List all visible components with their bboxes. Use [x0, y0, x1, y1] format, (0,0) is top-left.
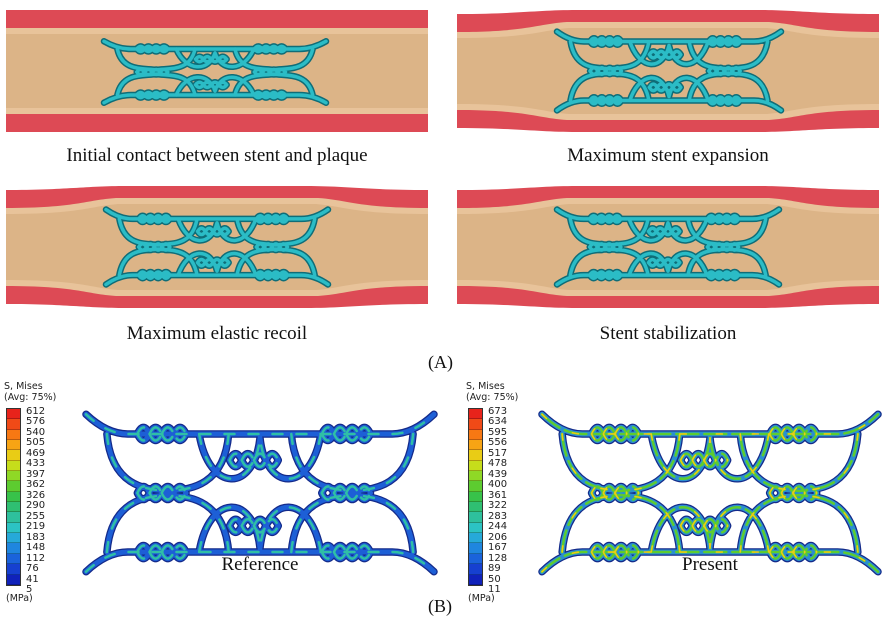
colorbar-segment [469, 564, 482, 575]
panel-a: Initial contact between stent and plaque… [6, 10, 879, 372]
lumen [6, 204, 428, 290]
colorbar-segment [469, 533, 482, 544]
legend-unit: (MPa) [6, 593, 33, 604]
vessel-max-expansion [457, 10, 879, 132]
caption-reference: Reference [221, 554, 299, 575]
vessel-initial-contact [6, 10, 428, 132]
colorbar-segment [7, 491, 20, 503]
colorbar [468, 408, 483, 586]
colorbar-segment [469, 522, 482, 534]
stent [538, 410, 882, 576]
caption-initial-contact: Initial contact between stent and plaque [66, 145, 368, 166]
legend-unit: (MPa) [468, 593, 495, 604]
legend-title: S, Mises [466, 381, 505, 392]
colorbar-segment [469, 574, 482, 585]
panel-a-label: (A) [428, 352, 453, 372]
colorbar-segment [469, 419, 482, 430]
caption-stabilization: Stent stabilization [599, 323, 737, 344]
colorbar-segment [7, 543, 20, 554]
colorbar-segment [469, 481, 482, 492]
legend-title: S, Mises [4, 381, 43, 392]
colorbar-segment [7, 564, 20, 575]
stent [100, 38, 330, 106]
legend-avg: (Avg: 75%) [4, 392, 57, 403]
colorbar-segment [469, 429, 482, 441]
caption-max-expansion: Maximum stent expansion [567, 145, 769, 166]
colorbar-segment [469, 553, 482, 565]
colorbar-segment [469, 543, 482, 554]
colorbar-segment [7, 553, 20, 565]
colorbar [6, 408, 21, 586]
legend-avg: (Avg: 75%) [466, 392, 519, 403]
panel-b-label: (B) [428, 596, 452, 616]
vessel-elastic-recoil [6, 186, 428, 308]
colorbar-segment [7, 512, 20, 523]
caption-elastic-recoil: Maximum elastic recoil [126, 323, 308, 344]
colorbar-segment [7, 429, 20, 441]
colorbar-segment [469, 409, 482, 420]
colorbar-segment [7, 440, 20, 451]
stent [82, 410, 438, 576]
caption-present: Present [682, 554, 738, 575]
colorbar-segment [7, 471, 20, 482]
colorbar-segment [7, 502, 20, 513]
colorbar-segment [469, 512, 482, 523]
stent [553, 28, 785, 114]
colorbar-segment [469, 450, 482, 461]
colorbar-segment [7, 460, 20, 472]
stent [102, 206, 332, 288]
lumen [457, 28, 879, 114]
colorbar-segment [7, 481, 20, 492]
stent [553, 206, 783, 288]
colorbar-segment [469, 491, 482, 503]
colorbar-segment [7, 522, 20, 534]
stent-present [538, 410, 882, 576]
lumen [457, 204, 879, 290]
colorbar-segment [7, 419, 20, 430]
colorbar-segment [7, 409, 20, 420]
colorbar-segment [469, 502, 482, 513]
stent-reference [82, 410, 438, 576]
colorbar-segment [7, 533, 20, 544]
colorbar-segment [7, 450, 20, 461]
colorbar-segment [469, 471, 482, 482]
colorbar-segment [7, 574, 20, 585]
colorbar-segment [469, 440, 482, 451]
colorbar-segment [469, 460, 482, 472]
vessel-stabilization [457, 186, 879, 308]
